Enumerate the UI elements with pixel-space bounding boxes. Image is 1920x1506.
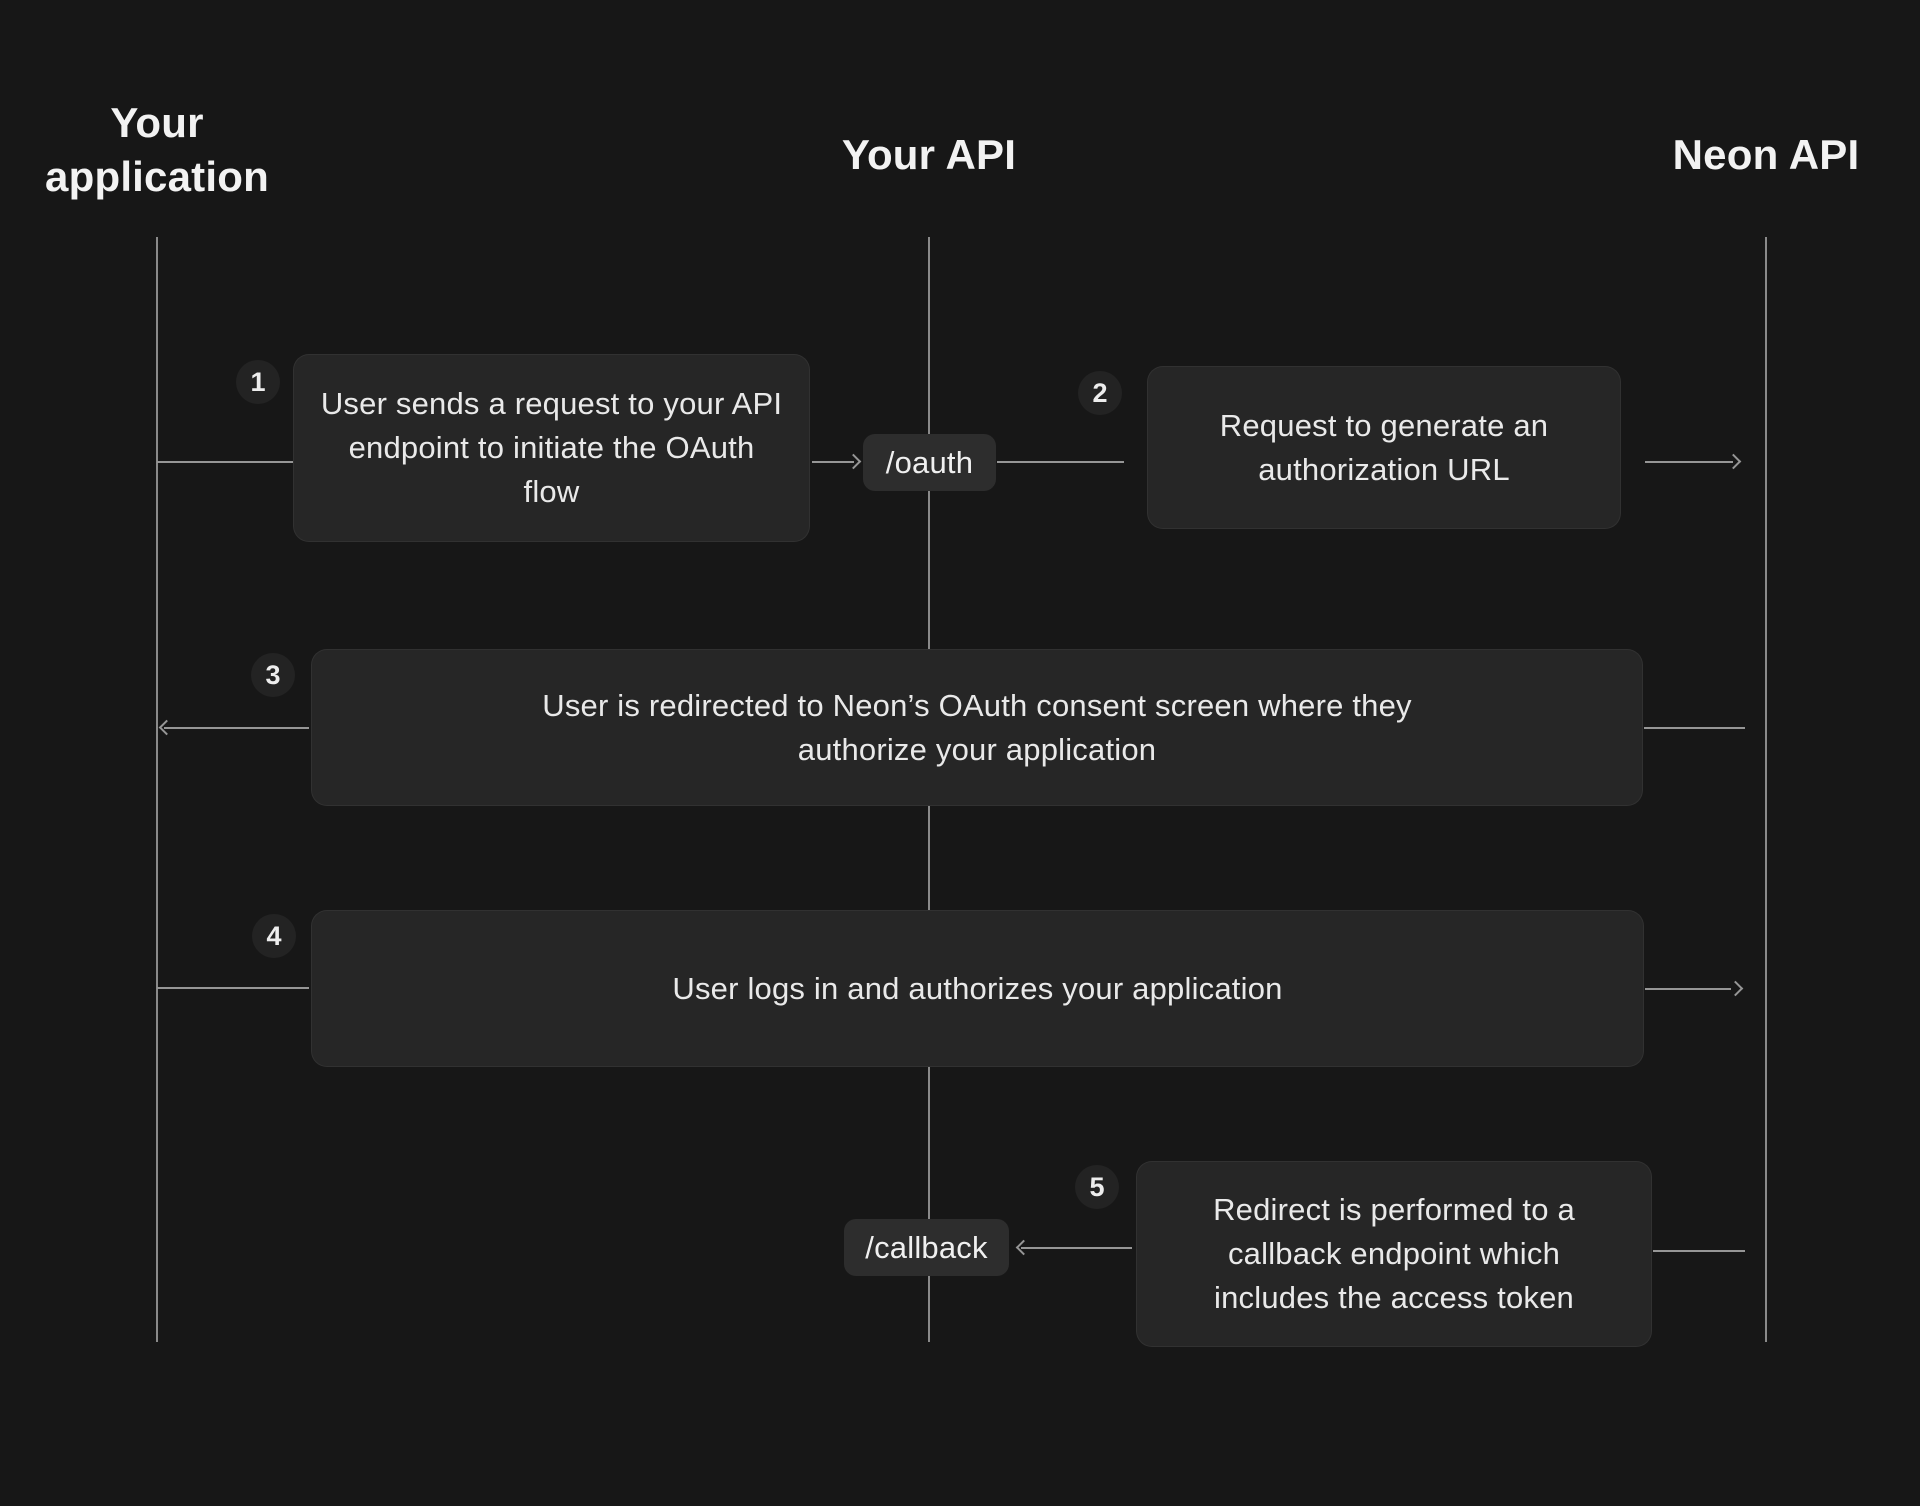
connector-line-step1-to-oauth xyxy=(812,461,854,463)
connector-line-step4-to-neon xyxy=(1645,988,1731,990)
step-1-number-badge: 1 xyxy=(236,360,280,404)
connector-line-neon-to-step3 xyxy=(1644,727,1745,729)
step-3-number-badge: 3 xyxy=(251,653,295,697)
connector-line-step1-left xyxy=(157,461,293,463)
connector-line-step2-to-neon xyxy=(1645,461,1733,463)
connector-line-step5-to-callback xyxy=(1021,1247,1132,1249)
arrowhead-right-icon xyxy=(1727,980,1744,997)
lifeline-your-application xyxy=(156,237,158,1342)
step-5-text: Redirect is performed to a callback endp… xyxy=(1213,1192,1575,1315)
lane-label-your-application: Your application xyxy=(45,99,269,200)
step-2-text: Request to generate an authorization URL xyxy=(1219,407,1549,487)
step-3-box: User is redirected to Neon’s OAuth conse… xyxy=(311,649,1643,806)
step-2-box: Request to generate an authorization URL xyxy=(1147,366,1621,529)
step-5-box: Redirect is performed to a callback endp… xyxy=(1136,1161,1652,1347)
lane-label-your-api: Your API xyxy=(841,131,1017,178)
step-1-text: User sends a request to your API endpoin… xyxy=(320,386,783,509)
connector-line-app-to-step4 xyxy=(157,987,309,989)
step-4-number-badge: 4 xyxy=(252,914,296,958)
lane-label-neon-api: Neon API xyxy=(1672,131,1860,178)
arrowhead-right-icon xyxy=(1725,453,1742,470)
callback-endpoint-pill: /callback xyxy=(844,1219,1009,1276)
arrowhead-right-icon xyxy=(845,453,862,470)
lifeline-neon-api xyxy=(1765,237,1767,1342)
step-4-box: User logs in and authorizes your applica… xyxy=(311,910,1644,1067)
connector-line-neon-to-step5 xyxy=(1653,1250,1745,1252)
step-2-number-badge: 2 xyxy=(1078,371,1122,415)
step-3-text: User is redirected to Neon’s OAuth conse… xyxy=(542,687,1412,767)
step-5-number-badge: 5 xyxy=(1075,1165,1119,1209)
connector-line-oauth-to-step2 xyxy=(997,461,1124,463)
step-1-box: User sends a request to your API endpoin… xyxy=(293,354,810,542)
connector-line-step3-to-app xyxy=(164,727,309,729)
oauth-endpoint-pill: /oauth xyxy=(863,434,996,491)
step-4-text: User logs in and authorizes your applica… xyxy=(672,970,1283,1006)
